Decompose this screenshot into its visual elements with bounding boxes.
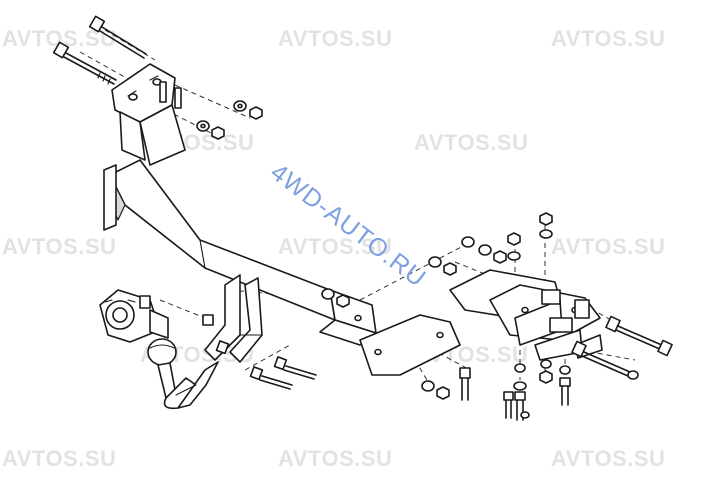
bolt-set-center-bottom — [215, 340, 317, 390]
main-cross-beam — [103, 159, 377, 346]
center-drop-bracket — [202, 274, 263, 363]
tow-ball-assembly — [147, 338, 219, 410]
washer-nut-set-top — [196, 100, 263, 140]
watermark-avtos: AVTOS.SU — [414, 130, 529, 155]
left-mounting-bracket — [111, 63, 186, 166]
bolt-set-lower-middle — [421, 367, 471, 401]
socket-bracket — [99, 289, 169, 343]
watermark-avtos: AVTOS.SU — [2, 446, 117, 471]
watermark-avtos: AVTOS.SU — [278, 446, 393, 471]
right-mounting-bracket — [449, 269, 603, 361]
bolt-set-right — [571, 315, 673, 380]
bolt-long-upper — [88, 15, 147, 59]
bolt-long-lower — [52, 41, 117, 85]
right-side-plate — [359, 314, 461, 376]
watermark-avtos: AVTOS.SU — [278, 26, 393, 51]
watermark-avtos: AVTOS.SU — [551, 446, 666, 471]
watermark-avtos: AVTOS.SU — [551, 26, 666, 51]
watermark-avtos: AVTOS.SU — [278, 234, 393, 259]
nut-stack-top-right — [507, 212, 553, 261]
washer-nut-set-beam — [321, 288, 350, 308]
bolt-set-bottom-right — [503, 359, 571, 421]
watermark-avtos: AVTOS.SU — [551, 234, 666, 259]
watermark-avtos: AVTOS.SU — [2, 234, 117, 259]
washer-nut-set-mid — [428, 236, 507, 276]
